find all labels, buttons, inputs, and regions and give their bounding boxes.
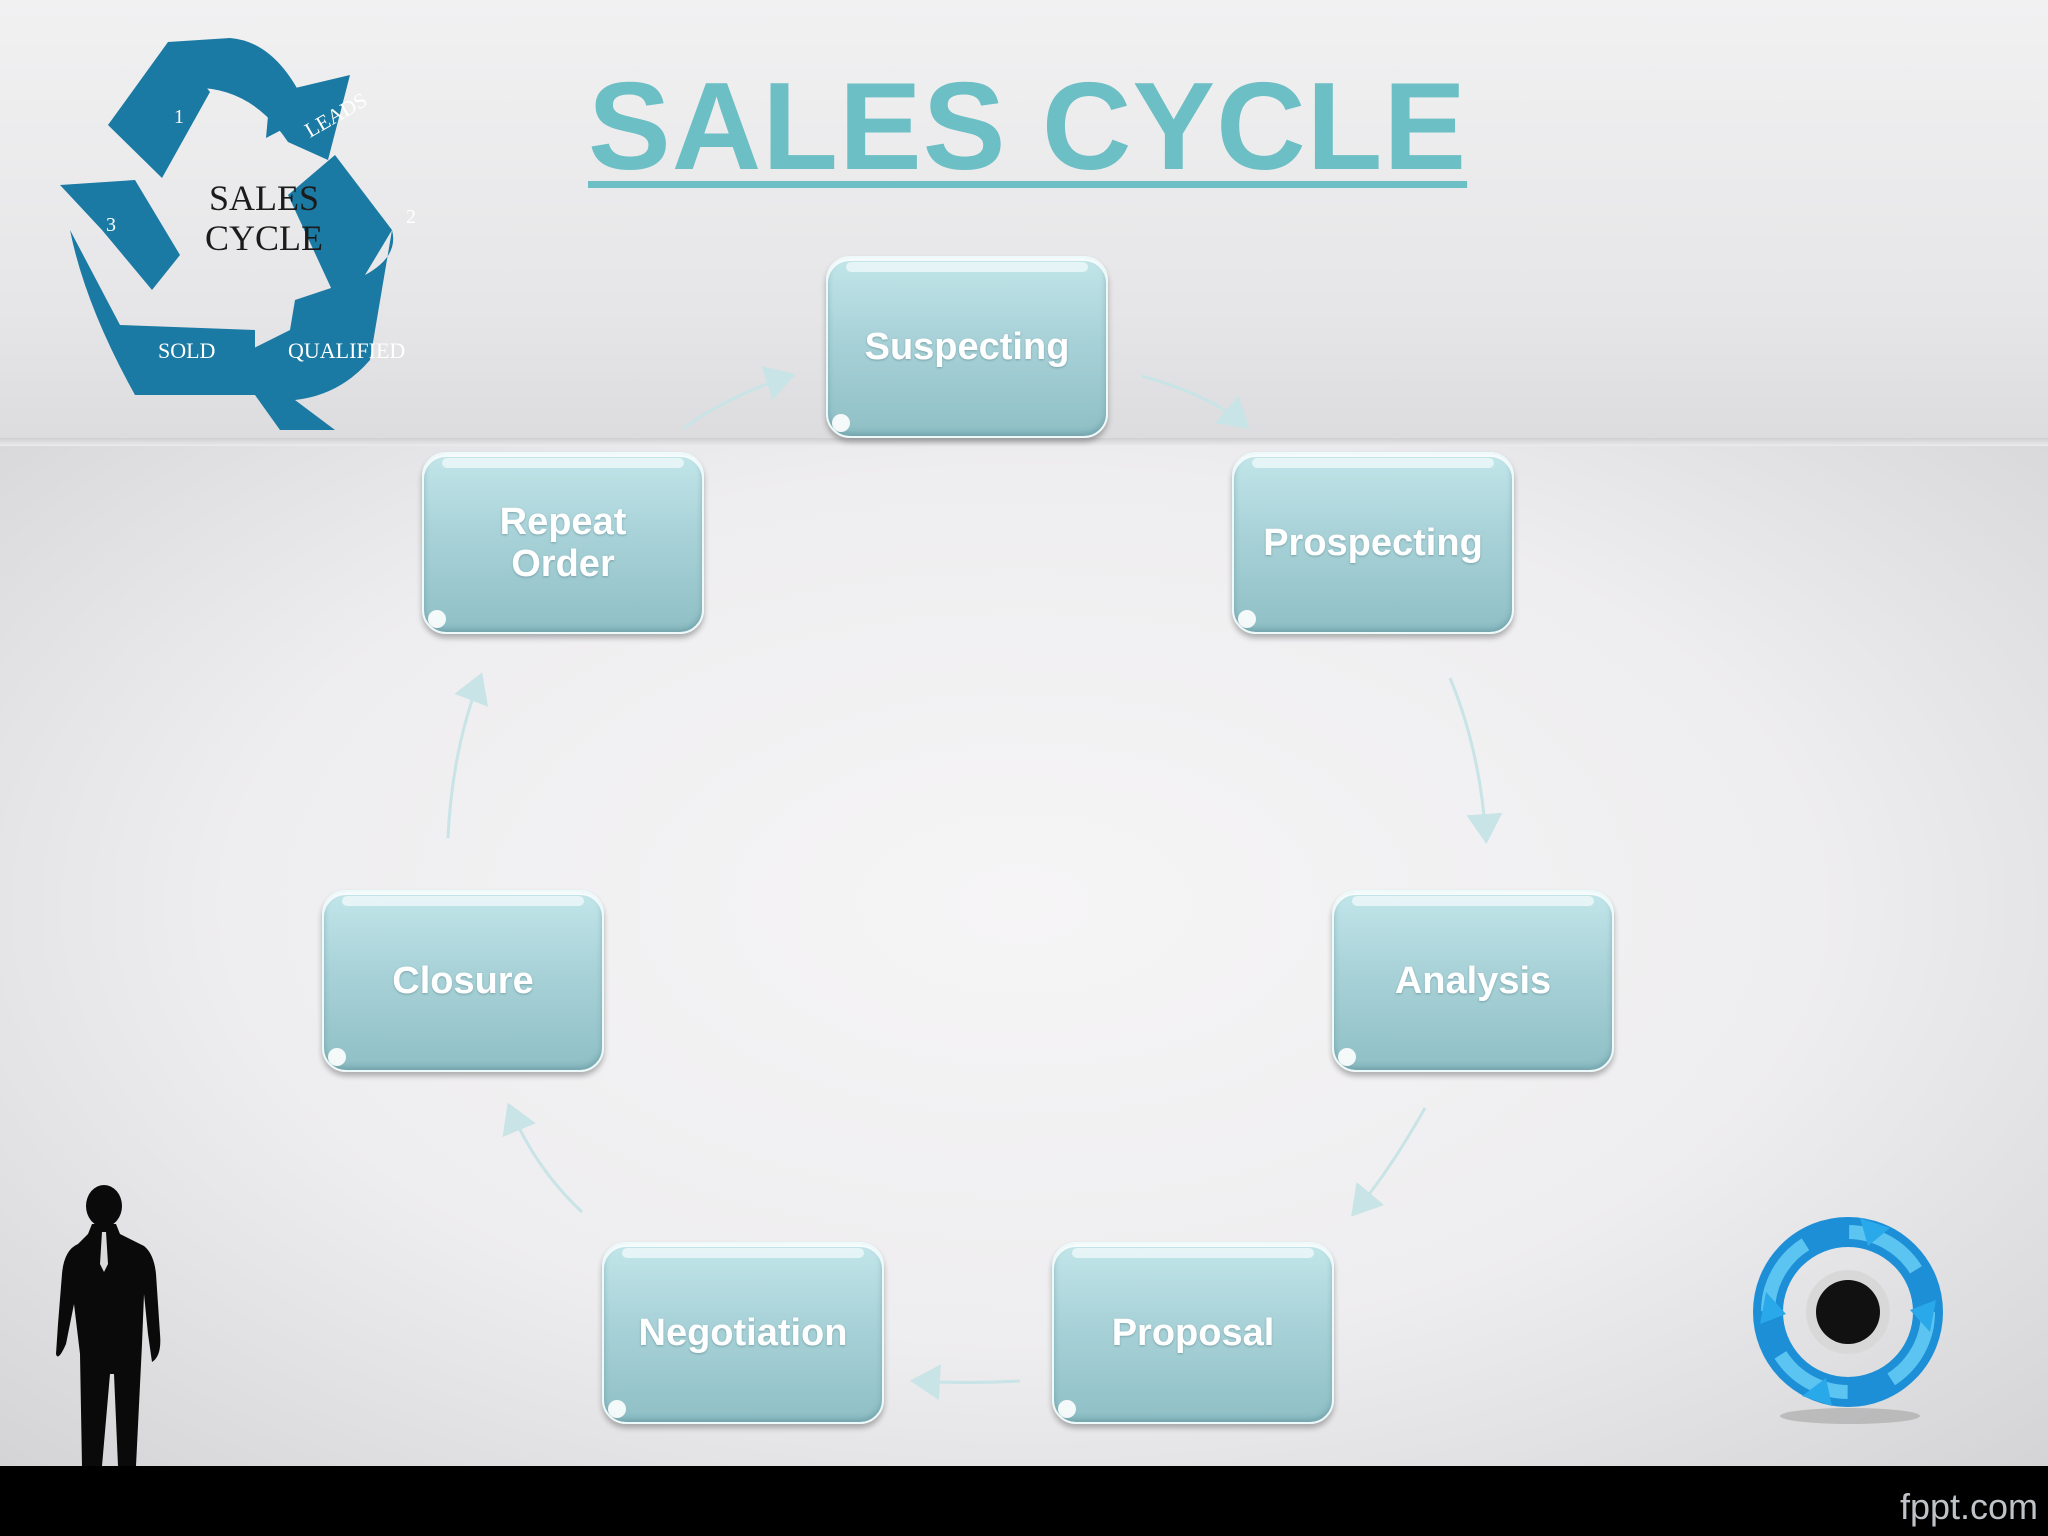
top-band-edge (0, 438, 2048, 446)
arrow-analysis-to-proposal (1351, 1107, 1427, 1217)
slide-title: SALES CYCLE (588, 58, 1468, 196)
node-prospecting: Prospecting (1232, 452, 1514, 634)
node-shine (1072, 1248, 1314, 1258)
node-label: Closure (392, 960, 534, 1002)
logo-number-2: 2 (406, 206, 416, 228)
node-closure: Closure (322, 890, 604, 1072)
logo-segment-2 (288, 155, 392, 300)
footer-bar (0, 1466, 2048, 1536)
logo-segment-qualified (230, 230, 394, 430)
node-label: Negotiation (638, 1312, 848, 1354)
node-proposal: Proposal (1052, 1242, 1334, 1424)
logo-center-line1: SALES (209, 178, 319, 218)
node-corner-dot (328, 1048, 346, 1066)
node-suspecting: Suspecting (826, 256, 1108, 438)
node-label: Analysis (1394, 960, 1552, 1002)
businessman-silhouette-icon (56, 1185, 161, 1466)
node-label: Prospecting (1263, 522, 1483, 564)
node-label: Repeat Order (499, 501, 627, 585)
arrow-proposal-to-negotiation (910, 1364, 1021, 1401)
circular-arrows-icon (1753, 1217, 1943, 1424)
logo-number-1: 1 (174, 106, 184, 128)
logo-label-qualified: QUALIFIED (288, 338, 405, 363)
node-repeat-order: Repeat Order (422, 452, 704, 634)
node-shine (1352, 896, 1594, 906)
node-corner-dot (1058, 1400, 1076, 1418)
logo-center-line2: CYCLE (205, 218, 323, 258)
node-label: Proposal (1111, 1312, 1275, 1354)
node-corner-dot (1338, 1048, 1356, 1066)
logo-segment-3 (60, 180, 180, 290)
node-shine (846, 262, 1088, 272)
node-label: Suspecting (864, 326, 1070, 368)
arrow-repeat-order-to-suspecting (683, 366, 796, 430)
node-analysis: Analysis (1332, 890, 1614, 1072)
node-shine (442, 458, 684, 468)
node-corner-dot (428, 610, 446, 628)
node-corner-dot (832, 414, 850, 432)
logo-segment-sold (70, 230, 255, 395)
logo-number-3: 3 (106, 214, 116, 236)
arrow-suspecting-to-prospecting (1141, 374, 1250, 429)
arrow-closure-to-repeat-order (446, 672, 489, 839)
sales-cycle-logo: 1 LEADS 2 QUALIFIED 3 SOLD SALES CYCLE (60, 38, 416, 430)
node-shine (622, 1248, 864, 1258)
arrow-prospecting-to-analysis (1448, 677, 1503, 844)
node-corner-dot (1238, 610, 1256, 628)
node-negotiation: Negotiation (602, 1242, 884, 1424)
node-shine (1252, 458, 1494, 468)
node-shine (342, 896, 584, 906)
logo-segment-1 (108, 48, 210, 178)
footer-brand: fppt.com (1899, 1486, 2038, 1527)
logo-label-sold: SOLD (158, 338, 215, 363)
arrow-negotiation-to-closure (502, 1102, 584, 1214)
node-corner-dot (608, 1400, 626, 1418)
